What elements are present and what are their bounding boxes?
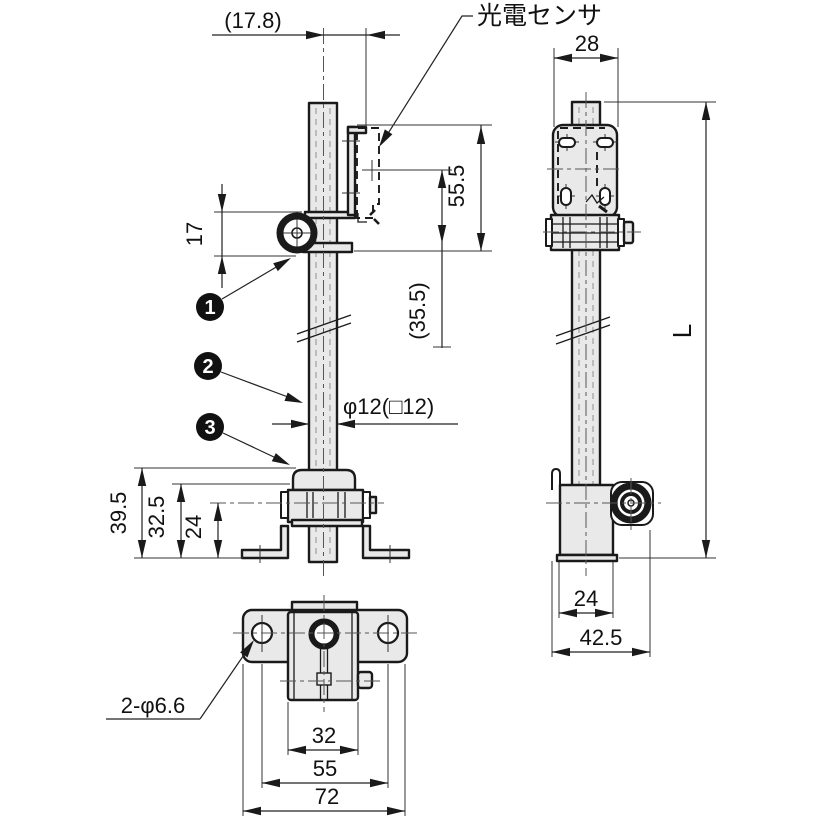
left-foot [240,524,290,560]
sensor-cable-mark [357,213,367,223]
dim-bottom-widths: 32 55 72 [242,664,406,816]
break-line [555,316,611,337]
rod-note: φ12(□12) [343,394,434,419]
sensor-cable-mark [373,218,380,225]
dim-text: 17 [182,222,207,246]
dim-front-offset: (17.8) [212,8,400,127]
clamp-bolt-end [368,495,378,515]
dim-text: 28 [575,31,599,56]
dim-sensor-height: 55.5 [354,124,492,252]
balloon-3-circle [196,413,224,441]
plate-slot [599,187,611,206]
bottom-clamp-bolt [356,670,374,690]
plate-slot [596,137,614,148]
dim-side-width: 28 [553,31,619,127]
dim-text: L [667,324,697,338]
bottom-view [241,600,409,702]
base-clamp-body [286,488,365,524]
sensor-label: 光電センサ [477,2,602,30]
dim-length-L: L [604,101,716,559]
sensor-callout: 光電センサ [379,2,602,147]
dim-side-base-width: 24 [558,562,614,618]
centerlines [210,28,661,712]
bottom-clamp-block [286,610,360,702]
sensor-break-mark [598,204,608,214]
balloon-2-circle [194,352,222,380]
dim-text: 24 [181,515,206,539]
balloon-1-circle [196,293,224,321]
dim-side-base-depth: 42.5 [551,530,651,657]
right-foot [361,524,411,560]
plate-slot [560,187,572,206]
clamp-side-tab [280,491,289,519]
dim-pivot-height: 17 [182,184,302,288]
dim-rod-diameter: φ12(□12) [272,394,458,429]
dimensions: (17.8) 光電センサ 55.5 (35.5) [106,2,716,816]
balloon-2-number: 2 [202,356,213,378]
dim-text: 55.5 [444,165,469,208]
sensor-cable-mark [369,209,376,216]
dim-text: 39.5 [106,492,131,535]
dim-text: (17.8) [224,8,281,33]
plate-slot [558,137,576,148]
dim-text: 32.5 [144,496,169,539]
sensor-hidden-outline-side [557,127,605,204]
break-line [296,314,352,335]
balloon-1-number: 1 [204,297,215,319]
dim-text: 32 [312,723,336,748]
holes-note: 2-φ6.6 [121,693,185,718]
sensor-hidden-outline [356,127,380,219]
balloon-1: 1 [196,258,291,321]
dim-text: (35.5) [405,282,430,339]
front-view [240,101,411,564]
break-line [296,322,352,343]
sensor-break-mark [585,193,605,204]
balloon-callouts: 1 2 3 [194,258,303,465]
foot-flange-edge [551,468,561,490]
break-line [555,324,611,345]
dim-text: 72 [315,784,339,809]
dim-text: 55 [313,756,337,781]
bracket-plate [346,125,357,217]
side-base-plate [555,553,619,563]
dim-beam-height: (35.5) [384,169,452,348]
balloon-2: 2 [194,352,303,403]
dim-text: 42.5 [580,625,623,650]
dim-text: 24 [574,586,598,611]
holes-callout: 2-φ6.6 [106,640,254,720]
balloon-3-number: 3 [204,417,215,439]
side-view [545,100,654,563]
balloon-3: 3 [196,413,290,465]
dim-base-heights: 39.5 32.5 24 [106,467,296,559]
base-plate-edge [290,518,364,528]
